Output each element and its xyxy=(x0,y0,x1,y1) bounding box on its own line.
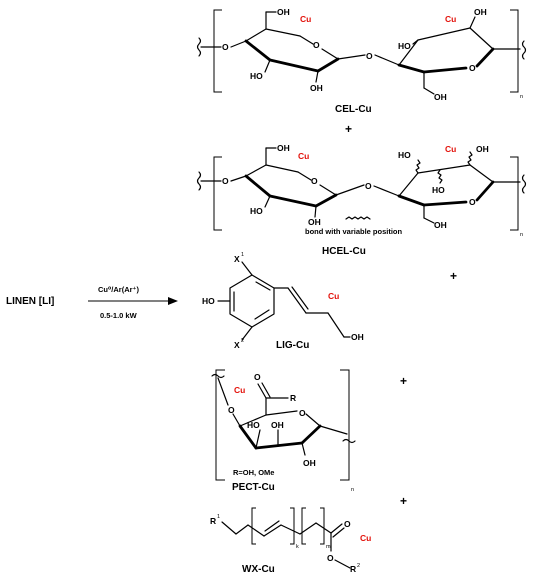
pect-cu-label: PECT-Cu xyxy=(232,482,275,493)
hcel-wavy-left xyxy=(196,171,202,191)
svg-text:HO: HO xyxy=(247,420,260,430)
svg-text:Cu: Cu xyxy=(445,14,456,24)
cel-wavy-right xyxy=(521,40,527,60)
cel-right-bracket xyxy=(510,9,519,93)
hcel-cu-structure: n O O OH HO OH Cu O O HO xyxy=(196,143,527,238)
svg-text:OH: OH xyxy=(303,458,316,468)
svg-text:n: n xyxy=(520,232,523,238)
svg-text:1: 1 xyxy=(241,252,244,258)
svg-text:Cu: Cu xyxy=(328,291,339,301)
plus-sign: + xyxy=(450,269,457,283)
svg-text:Cu: Cu xyxy=(300,14,311,24)
svg-text:OH: OH xyxy=(474,7,487,17)
svg-text:O: O xyxy=(344,519,351,529)
hcel-note: bond with variable position xyxy=(305,227,403,236)
hcel-wavy-bond-1 xyxy=(415,159,421,174)
svg-text:O: O xyxy=(222,176,229,186)
svg-text:OH: OH xyxy=(434,92,447,102)
hcel-wavy-right xyxy=(521,174,527,194)
conditions-below: 0.5-1.0 kW xyxy=(100,311,138,320)
hcel-cu-label: HCEL-Cu xyxy=(322,246,366,257)
svg-text:OH: OH xyxy=(277,7,290,17)
reactant-label: LINEN [LI] xyxy=(6,296,54,307)
svg-text:OH: OH xyxy=(476,144,489,154)
svg-text:n: n xyxy=(351,487,354,493)
cel-wavy-left xyxy=(196,37,202,57)
svg-text:X: X xyxy=(234,340,240,350)
svg-text:O: O xyxy=(254,372,261,382)
svg-text:HO: HO xyxy=(202,296,215,306)
svg-text:Cu: Cu xyxy=(234,385,245,395)
pect-right-bracket xyxy=(340,369,350,481)
svg-text:O: O xyxy=(228,405,235,415)
svg-text:Cu: Cu xyxy=(298,151,309,161)
hcel-left-bracket xyxy=(213,156,222,231)
svg-text:HO: HO xyxy=(250,206,263,216)
svg-text:OH: OH xyxy=(308,217,321,227)
svg-text:OH: OH xyxy=(277,143,290,153)
svg-text:R: R xyxy=(350,564,356,574)
hcel-wavy-bond-2 xyxy=(467,151,473,166)
svg-text:HO: HO xyxy=(250,71,263,81)
svg-text:2: 2 xyxy=(357,563,360,569)
svg-text:HO: HO xyxy=(398,41,411,51)
lig-cu-label: LIG-Cu xyxy=(276,340,309,351)
pect-wavy-right xyxy=(342,438,356,444)
svg-text:OH: OH xyxy=(351,332,364,342)
svg-text:HO: HO xyxy=(398,150,411,160)
plus-sign: + xyxy=(345,122,352,136)
wx-cu-label: WX-Cu xyxy=(242,564,275,575)
svg-text:O: O xyxy=(469,197,476,207)
cel-subscript-n: n xyxy=(520,94,523,100)
lig-cu-structure: X 1 X 2 HO OH Cu xyxy=(202,252,364,350)
svg-text:OH: OH xyxy=(434,220,447,230)
svg-text:OH: OH xyxy=(310,83,323,93)
plus-sign: + xyxy=(400,374,407,388)
wx-cu-structure: R 1 k m O O R 2 Cu xyxy=(210,507,371,574)
conditions-above: Cu⁰/Ar(Ar⁺) xyxy=(98,285,139,294)
svg-text:O: O xyxy=(366,51,373,61)
svg-text:OH: OH xyxy=(271,420,284,430)
hcel-wavy-bond-3 xyxy=(437,169,443,184)
reaction-arrow xyxy=(88,297,178,305)
hcel-right-bracket xyxy=(510,156,519,231)
svg-text:HO: HO xyxy=(432,185,445,195)
lig-benzene-ring xyxy=(229,274,275,328)
svg-text:O: O xyxy=(327,553,334,563)
pect-wavy-left xyxy=(211,373,225,379)
svg-text:O: O xyxy=(469,63,476,73)
pect-left-bracket xyxy=(215,369,225,481)
svg-text:m: m xyxy=(326,544,331,550)
svg-text:2: 2 xyxy=(241,338,244,344)
pect-cu-structure: n O O O R HO OH OH Cu xyxy=(211,369,356,493)
svg-text:R: R xyxy=(290,393,296,403)
variable-bond-legend-icon xyxy=(345,216,371,220)
svg-text:Cu: Cu xyxy=(360,533,371,543)
svg-text:O: O xyxy=(313,40,320,50)
cel-cu-label: CEL-Cu xyxy=(335,104,372,115)
svg-text:1: 1 xyxy=(217,514,220,520)
svg-text:O: O xyxy=(365,181,372,191)
svg-text:Cu: Cu xyxy=(445,144,456,154)
svg-text:X: X xyxy=(234,254,240,264)
svg-text:R: R xyxy=(210,516,216,526)
plus-sign: + xyxy=(400,494,407,508)
svg-text:O: O xyxy=(222,42,229,52)
cel-left-bracket xyxy=(213,9,222,93)
cel-cu-structure: n O O OH HO OH Cu O O xyxy=(196,7,527,102)
svg-text:O: O xyxy=(311,176,318,186)
svg-text:k: k xyxy=(296,544,299,550)
svg-text:O: O xyxy=(299,408,306,418)
pect-note: R=OH, OMe xyxy=(233,468,274,477)
